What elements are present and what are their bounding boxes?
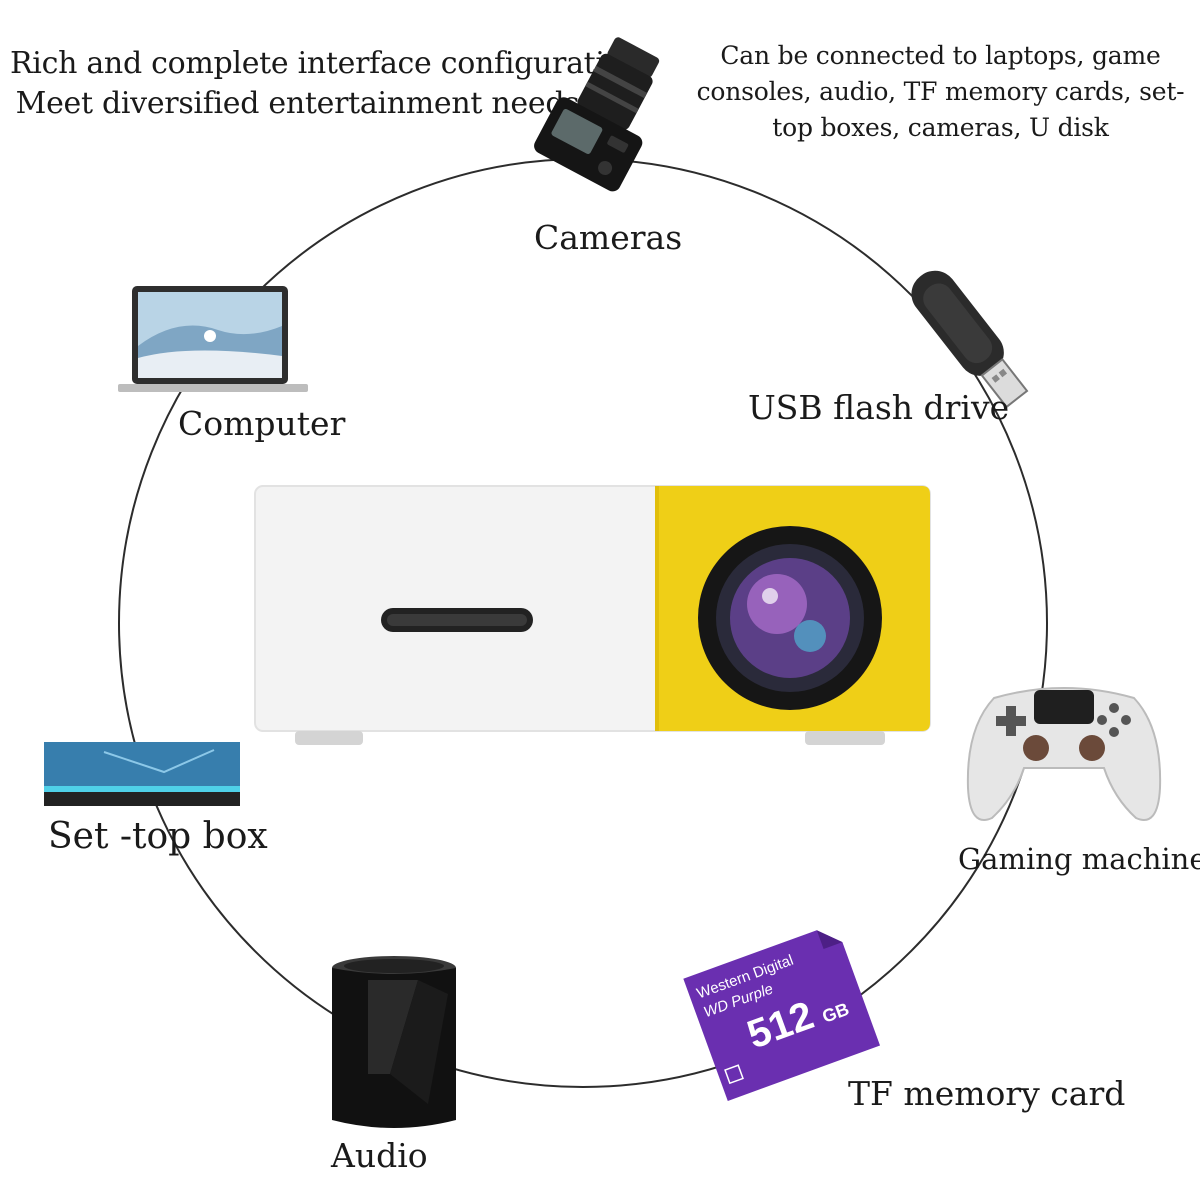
headline: Rich and complete interface configuratio… (10, 44, 642, 124)
computer-label: Computer (178, 404, 346, 443)
camera-icon (534, 37, 660, 192)
tf-card-label: TF memory card (848, 1074, 1126, 1113)
usb-drive-icon (911, 270, 1029, 409)
usb-label: USB flash drive (748, 388, 1010, 427)
headline-line-1: Rich and complete interface configuratio… (10, 46, 642, 81)
gamepad-icon (966, 687, 1162, 821)
gaming-label: Gaming machine (958, 842, 1200, 876)
set-top-box-label: Set -top box (48, 816, 268, 857)
speaker-icon (332, 956, 456, 1128)
compatibility-note: Can be connected to laptops, game consol… (696, 41, 1185, 142)
set-top-box-icon (44, 742, 240, 806)
headline-line-2: Meet diversified entertainment needs (15, 86, 580, 121)
audio-label: Audio (331, 1136, 428, 1175)
projector-icon (254, 485, 931, 745)
sd-card-icon: Western Digital WD Purple 512 GB (683, 930, 881, 1101)
cameras-label: Cameras (534, 218, 683, 257)
laptop-icon (118, 286, 308, 392)
